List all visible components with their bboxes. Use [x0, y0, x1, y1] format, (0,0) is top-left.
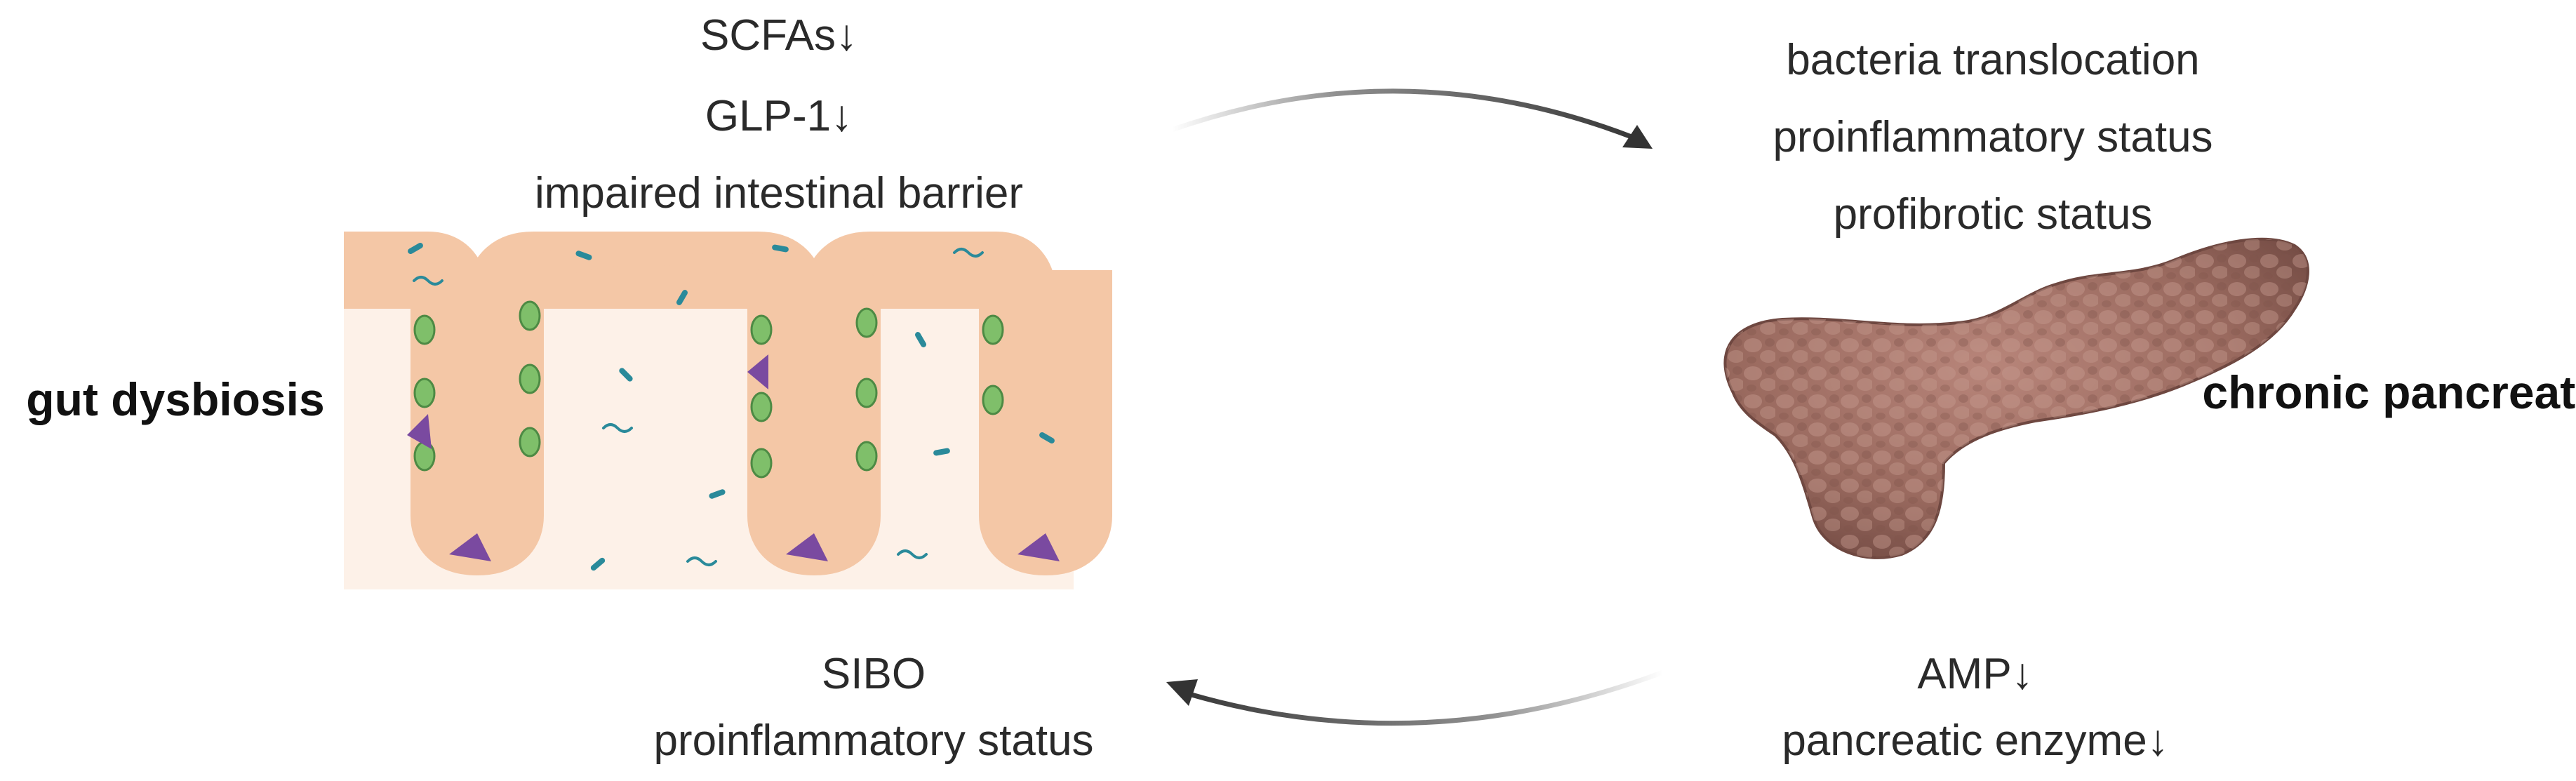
effect-scfas: SCFAs↓: [700, 11, 857, 60]
effect-bacteria-translocation: bacteria translocation: [1786, 36, 2200, 84]
gut-dysbiosis-label: gut dysbiosis: [26, 373, 325, 425]
intestine-illustration: [344, 232, 1112, 589]
effect-pancreatic-enzyme: pancreatic enzyme↓: [1782, 716, 2169, 765]
effect-sibo: SIBO: [821, 650, 926, 698]
arrow-gut-to-pancreas: [1169, 88, 1653, 149]
arrow-pancreas-to-gut: [1166, 669, 1666, 726]
effect-profibrotic: profibrotic status: [1833, 190, 2153, 239]
effect-impaired-barrier: impaired intestinal barrier: [534, 169, 1024, 218]
pancreas-illustration: [1723, 237, 2309, 559]
effect-amp: AMP↓: [1917, 650, 2034, 698]
effect-glp1: GLP-1↓: [705, 92, 853, 140]
effect-proinflammatory-top: proinflammatory status: [1773, 113, 2213, 161]
chronic-pancreatitis-label: chronic pancreatitis: [2202, 366, 2576, 418]
effect-proinflammatory-bottom: proinflammatory status: [653, 716, 1094, 765]
